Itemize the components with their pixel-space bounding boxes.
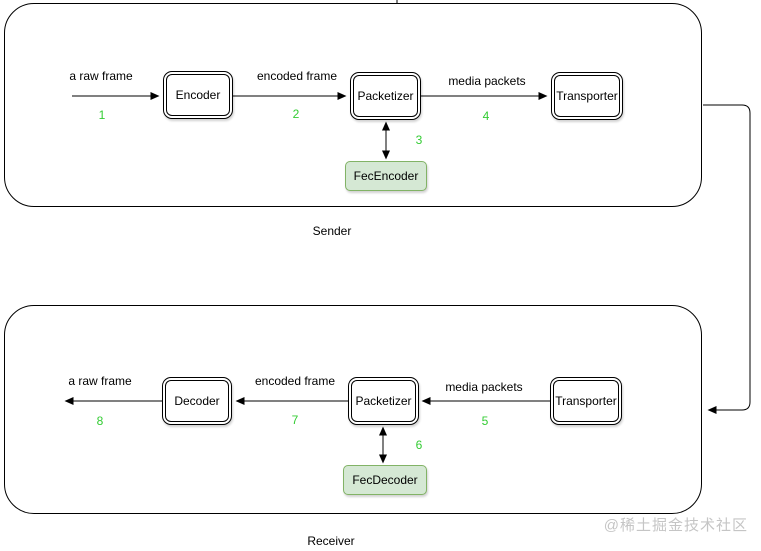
node-decoder: Decoder [162,377,232,425]
step-number-2: 2 [292,107,300,121]
node-packetizer-receiver: Packetizer [348,377,419,425]
step-number-8: 8 [96,414,104,428]
edge-label-sender-encoded-frame: encoded frame [256,69,338,83]
step-number-7: 7 [291,413,299,427]
node-fecencoder: FecEncoder [345,161,427,191]
step-number-6: 6 [415,438,423,452]
unused [703,105,750,410]
juejin-watermark: @稀土掘金技术社区 [603,517,748,534]
edge-label-sender-raw-frame: a raw frame [69,69,133,83]
step-number-1: 1 [98,108,106,122]
node-fecencoder-label: FecEncoder [353,169,419,183]
node-transporter-sender: Transporter [551,72,623,120]
sender-group-caption: Sender [312,224,352,238]
edge-label-receiver-media-packets: media packets [445,380,523,394]
edge-label-receiver-raw-frame: a raw frame [68,374,132,388]
edge-label-receiver-encoded-frame: encoded frame [254,374,336,388]
connector-sender-to-receiver [703,104,751,414]
node-decoder-label: Decoder [174,394,220,408]
sender-group-outline [4,3,702,207]
node-fecdecoder: FecDecoder [343,465,427,495]
node-transporter-receiver-label: Transporter [555,394,617,408]
step-number-5: 5 [481,414,489,428]
node-encoder-label: Encoder [175,88,221,102]
node-packetizer-sender-label: Packetizer [357,89,414,103]
receiver-group-outline [4,305,702,514]
node-fecdecoder-label: FecDecoder [352,473,418,487]
step-number-3: 3 [415,133,423,147]
receiver-group-caption: Receiver [307,534,355,548]
node-encoder: Encoder [163,71,233,119]
node-packetizer-receiver-label: Packetizer [355,394,412,408]
node-transporter-receiver: Transporter [550,377,622,425]
step-number-4: 4 [482,109,490,123]
node-packetizer-sender: Packetizer [350,72,421,120]
node-transporter-sender-label: Transporter [556,89,618,103]
edge-label-sender-media-packets: media packets [448,74,526,88]
